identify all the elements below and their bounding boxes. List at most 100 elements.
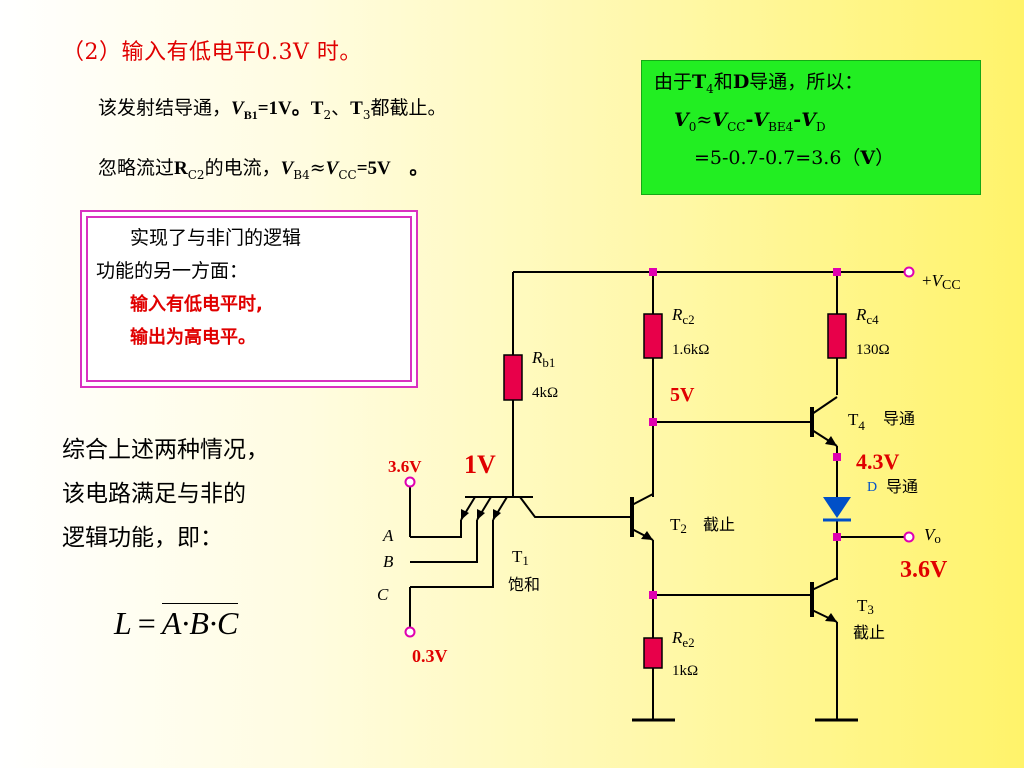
text: ≈ <box>309 157 326 179</box>
voltage-5v: 5V <box>670 384 695 406</box>
symbol-t: T <box>692 71 707 93</box>
output-terminal <box>903 531 915 543</box>
arrow-emitter-a <box>461 509 469 520</box>
voltage-1v: 1V <box>464 450 496 479</box>
summary-line-3: 逻辑功能，即： <box>62 525 223 551</box>
t3-state: 截止 <box>853 624 885 642</box>
vcc-terminal <box>903 266 915 278</box>
t1-label: T1 <box>512 547 529 568</box>
conclusion-box: 实现了与非门的逻辑 功能的另一方面： 输入有低电平时, 输出为高电平。 <box>80 210 418 388</box>
t4-collector <box>811 396 838 415</box>
resistor-re2 <box>643 637 663 669</box>
input-b-label: B <box>383 552 394 571</box>
diode-triangle <box>823 497 851 518</box>
text: =5V 。 <box>356 158 429 179</box>
green-line-3: =5-0.7-0.7=3.6（V） <box>654 143 970 174</box>
t1-state: 饱和 <box>508 576 540 594</box>
conclusion-line-2: 功能的另一方面： <box>96 260 249 282</box>
symbol-r: R <box>174 158 188 179</box>
sub: CC <box>727 119 746 134</box>
conclusion-line-3: 输入有低电平时, <box>130 294 263 315</box>
sub: D <box>815 119 826 134</box>
symbol-t2: T <box>310 98 324 119</box>
junction-dot <box>649 268 657 276</box>
arrow-emitter-b <box>477 509 485 520</box>
formula-rhs: A·B·C <box>161 603 239 641</box>
resistors <box>503 313 847 669</box>
sub: BE4 <box>768 119 794 134</box>
symbol-v: V <box>801 108 816 131</box>
terminals <box>404 266 915 638</box>
diode-d <box>823 497 851 522</box>
wire <box>410 520 462 538</box>
resistor-rc4 <box>827 313 847 359</box>
text: 的电流， <box>204 157 281 179</box>
symbol-v: V <box>712 108 728 131</box>
text: ≈ <box>696 108 713 131</box>
text: 导通，所以： <box>749 71 864 93</box>
sub: 2 <box>323 107 332 122</box>
slide-heading: （2）输入有低电平0.3V 时。 <box>62 40 362 65</box>
wire <box>653 594 813 607</box>
conclusion-box-inner: 实现了与非门的逻辑 功能的另一方面： 输入有低电平时, 输出为高电平。 <box>86 216 412 382</box>
arrow-t3 <box>825 613 837 622</box>
symbol-v: V <box>674 108 689 131</box>
wire <box>653 407 813 423</box>
vo-label: Vo <box>924 525 941 546</box>
nand-formula: L=A·B·C <box>114 603 239 642</box>
summary-line-1: 综合上述两种情况， <box>62 437 269 463</box>
resistor-rc2 <box>643 313 663 359</box>
rb1-value: 4kΩ <box>532 385 558 401</box>
t2-label: T2 <box>670 515 687 536</box>
t2-collector <box>631 493 654 506</box>
diode-label: D <box>867 480 877 495</box>
resistor-rb1 <box>503 354 523 401</box>
rc4-value: 130Ω <box>856 342 890 358</box>
text: 都截止。 <box>370 97 447 119</box>
formula-lhs: L <box>114 605 132 641</box>
symbol-v: V <box>280 158 294 179</box>
input-c-label: C <box>377 585 389 604</box>
text: - <box>745 108 754 131</box>
symbol-t3: T <box>350 98 363 119</box>
sub: C2 <box>187 167 205 182</box>
voltage-output: 3.6V <box>900 557 948 583</box>
junctions <box>649 268 841 599</box>
junction-dot <box>833 533 841 541</box>
text: =5-0.7-0.7=3.6（ <box>694 146 861 169</box>
sub: B4 <box>293 167 310 182</box>
re2-value: 1kΩ <box>672 663 698 679</box>
formula-eq: = <box>137 605 156 641</box>
diode-state: 导通 <box>886 478 918 496</box>
t3-label: T3 <box>857 596 874 617</box>
text: 由于 <box>654 71 693 93</box>
wire <box>410 520 478 563</box>
symbol-v: V <box>753 108 769 131</box>
input-low-terminal <box>404 626 416 638</box>
text: ） <box>875 146 895 169</box>
arrow-t4 <box>825 436 837 446</box>
symbol-v: V <box>231 98 244 119</box>
t4-state: 导通 <box>883 410 915 428</box>
re2-label: Re2 <box>671 628 695 650</box>
summary-line-2: 该电路满足与非的 <box>62 481 246 507</box>
arrow-t2 <box>641 531 653 540</box>
sub: 3 <box>362 107 371 122</box>
rc4-label: Rc4 <box>855 305 879 327</box>
text: 该发射结导通， <box>98 97 232 119</box>
summary-text: 综合上述两种情况， 该电路满足与非的 逻辑功能，即： <box>62 428 269 560</box>
junction-dot <box>649 591 657 599</box>
symbol-v: V <box>325 158 339 179</box>
t2-state: 截止 <box>703 516 735 534</box>
green-line-1: 由于T4和D导通，所以： <box>654 67 970 105</box>
text: 和 <box>713 71 733 93</box>
rb1-label: Rb1 <box>531 348 555 370</box>
vcc-label: +VCC <box>922 271 961 293</box>
text: V <box>860 146 876 169</box>
voltage-4-3v: 4.3V <box>856 449 900 474</box>
sub: 0 <box>688 119 697 134</box>
text: 、 <box>331 97 351 119</box>
voltage-input-low: 0.3V <box>412 646 448 666</box>
input-a-label: A <box>382 526 394 545</box>
